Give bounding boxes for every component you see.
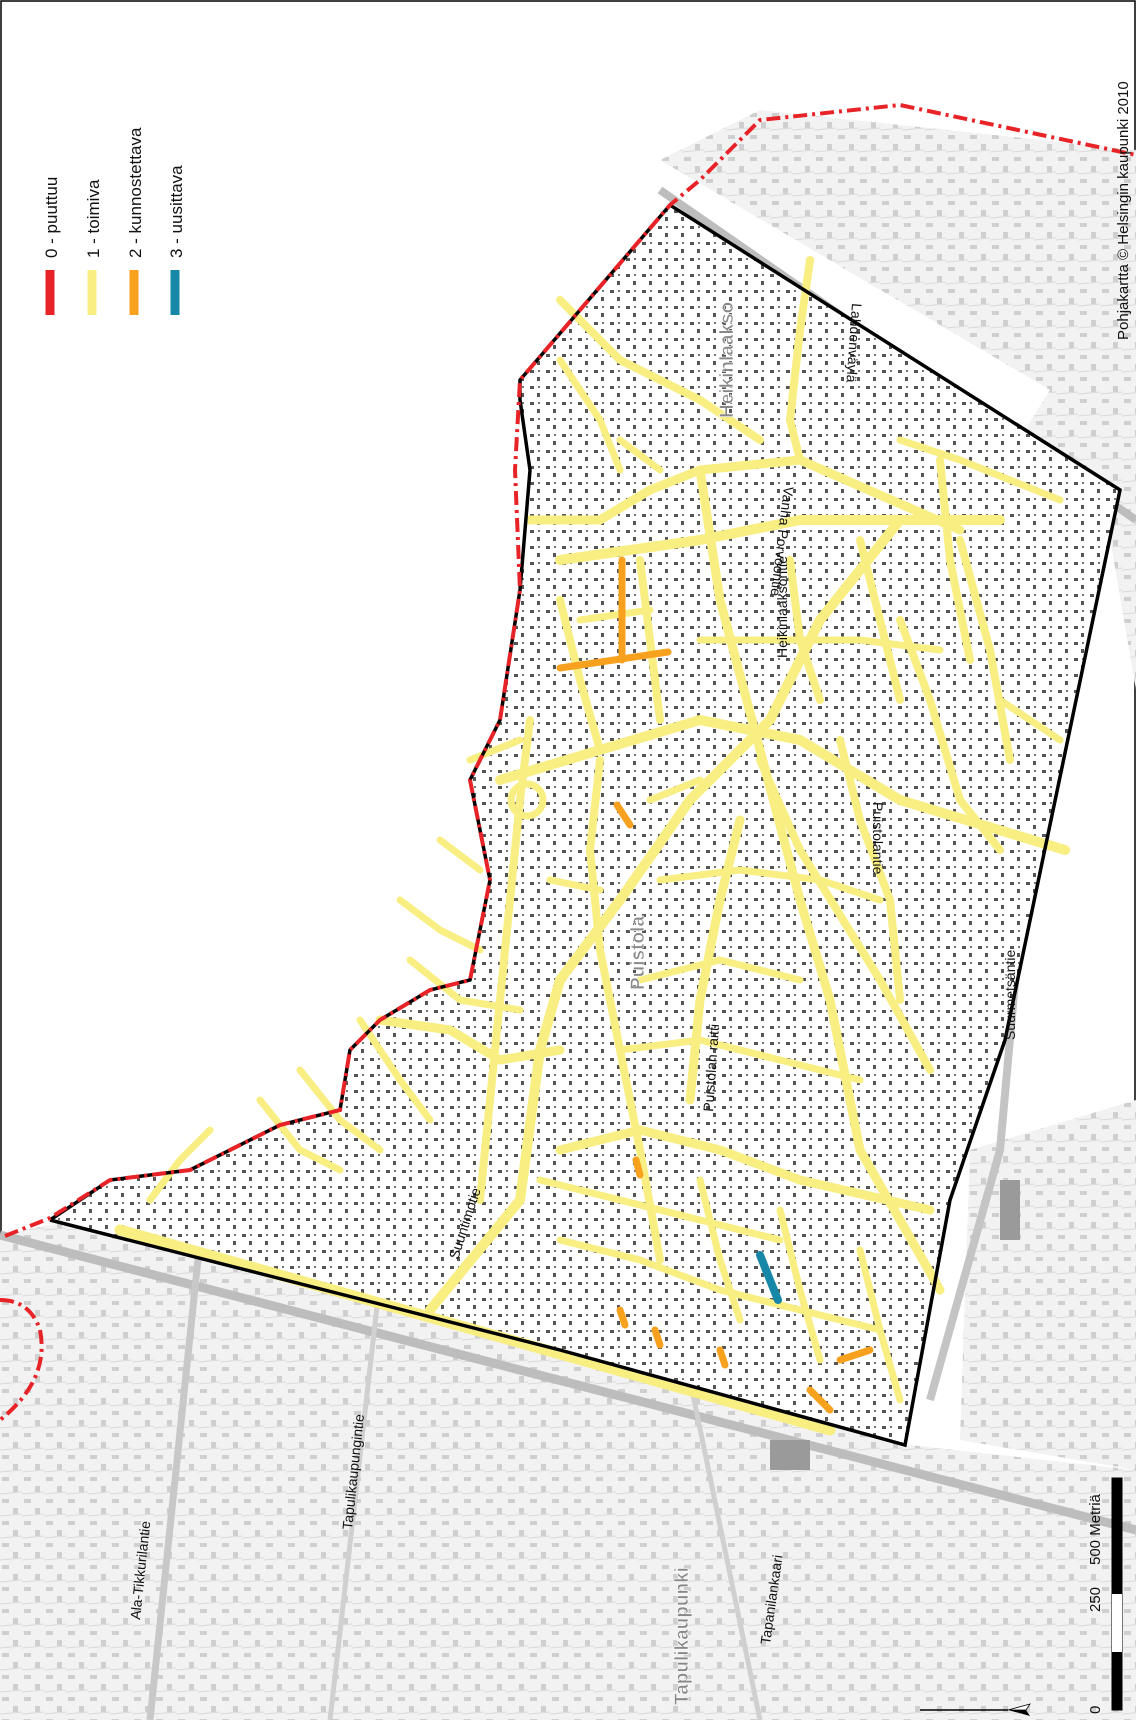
map-credit: Pohjakartta © Helsingin kaupunki 2010: [1115, 81, 1132, 340]
study-area-boundary: [49, 202, 1122, 1448]
surrounding-city-background: [0, 110, 1136, 1720]
street-label-heikinlaaksontie: Heikinlaaksontie: [774, 556, 790, 658]
district-label-puistola: Puistola: [628, 916, 649, 990]
street-label-puistolan-raitti: Puistolan raitti: [700, 1023, 722, 1112]
scale-label-mid: 250: [1087, 1587, 1104, 1612]
north-arrow-icon: [920, 1703, 1031, 1716]
legend-label-uusittava: 3 - uusittava: [167, 165, 186, 258]
legend: [45, 270, 180, 315]
legend-label-toimiva: 1 - toimiva: [84, 179, 103, 258]
municipal-border-puuttuu: [4, 102, 1136, 1238]
legend-label-kunnostettava: 2 - kunnostettava: [126, 127, 145, 258]
street-label-suurmetsantie: Suurmetsäntie: [1002, 950, 1018, 1040]
street-label-lahdenvayla: Lahdenväylä: [843, 303, 865, 384]
district-label-tapulikaupunki: Tapulikaupunki: [672, 1567, 693, 1705]
legend-label-puuttuu: 0 - puuttuu: [42, 177, 61, 258]
street-label-puistolantie: Puistolantie: [870, 802, 886, 875]
scale-label-end: 500 Metriä: [1087, 1493, 1104, 1565]
street-segments-kunnostettava: [556, 556, 874, 1414]
scale-bar: [1111, 1477, 1123, 1711]
municipal-border-puuttuu-west: [0, 1298, 44, 1422]
street-segment-uusittava: [756, 1251, 782, 1304]
district-label-heikinlaakso: Heikinlaakso: [717, 302, 738, 418]
scale-label-zero: 0: [1087, 1706, 1104, 1714]
